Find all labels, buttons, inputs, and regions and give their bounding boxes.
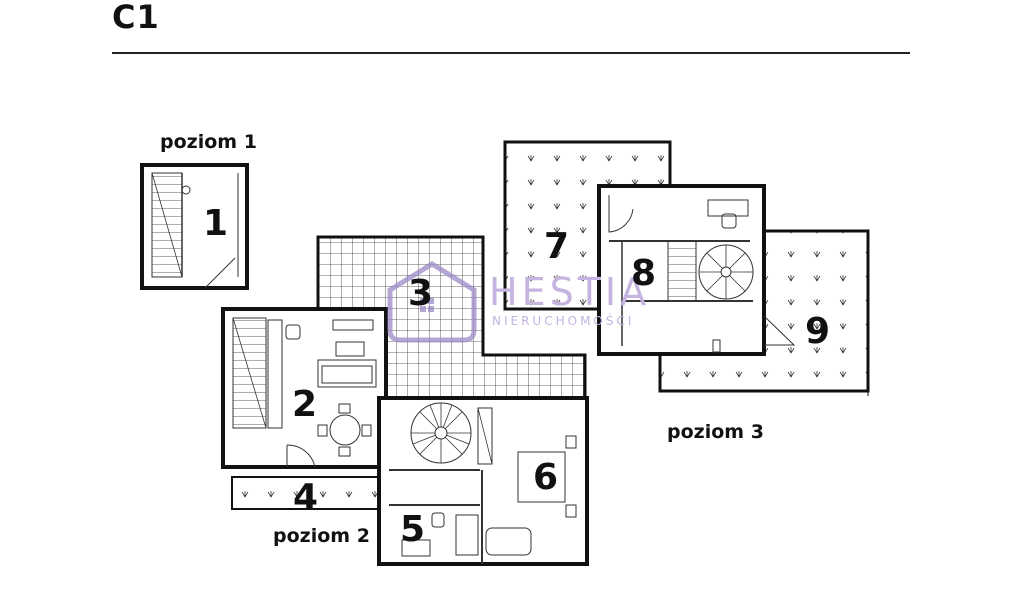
room-number-1: 1 [203,203,228,244]
level-2-plan [221,235,589,566]
title-divider [112,52,910,54]
room-number-9: 9 [805,311,830,352]
level-2-label: poziom 2 [273,525,370,547]
room-number-8: 8 [631,253,656,294]
level-1-label: poziom 1 [160,131,257,153]
room-number-7: 7 [544,226,569,267]
level-1-plan [140,163,249,290]
room-number-5: 5 [400,509,425,550]
page-title: C1 [112,0,160,36]
level-3-plan [503,140,870,396]
room-number-2: 2 [292,384,317,425]
watermark-subtitle: NIERUCHOMOŚCI [492,313,634,328]
watermark-brand: HESTIA [489,270,650,314]
room-number-3: 3 [408,273,433,314]
room-number-4: 4 [293,477,318,518]
house-logo-icon [387,261,477,343]
room-number-6: 6 [533,457,558,498]
level-3-label: poziom 3 [667,421,764,443]
